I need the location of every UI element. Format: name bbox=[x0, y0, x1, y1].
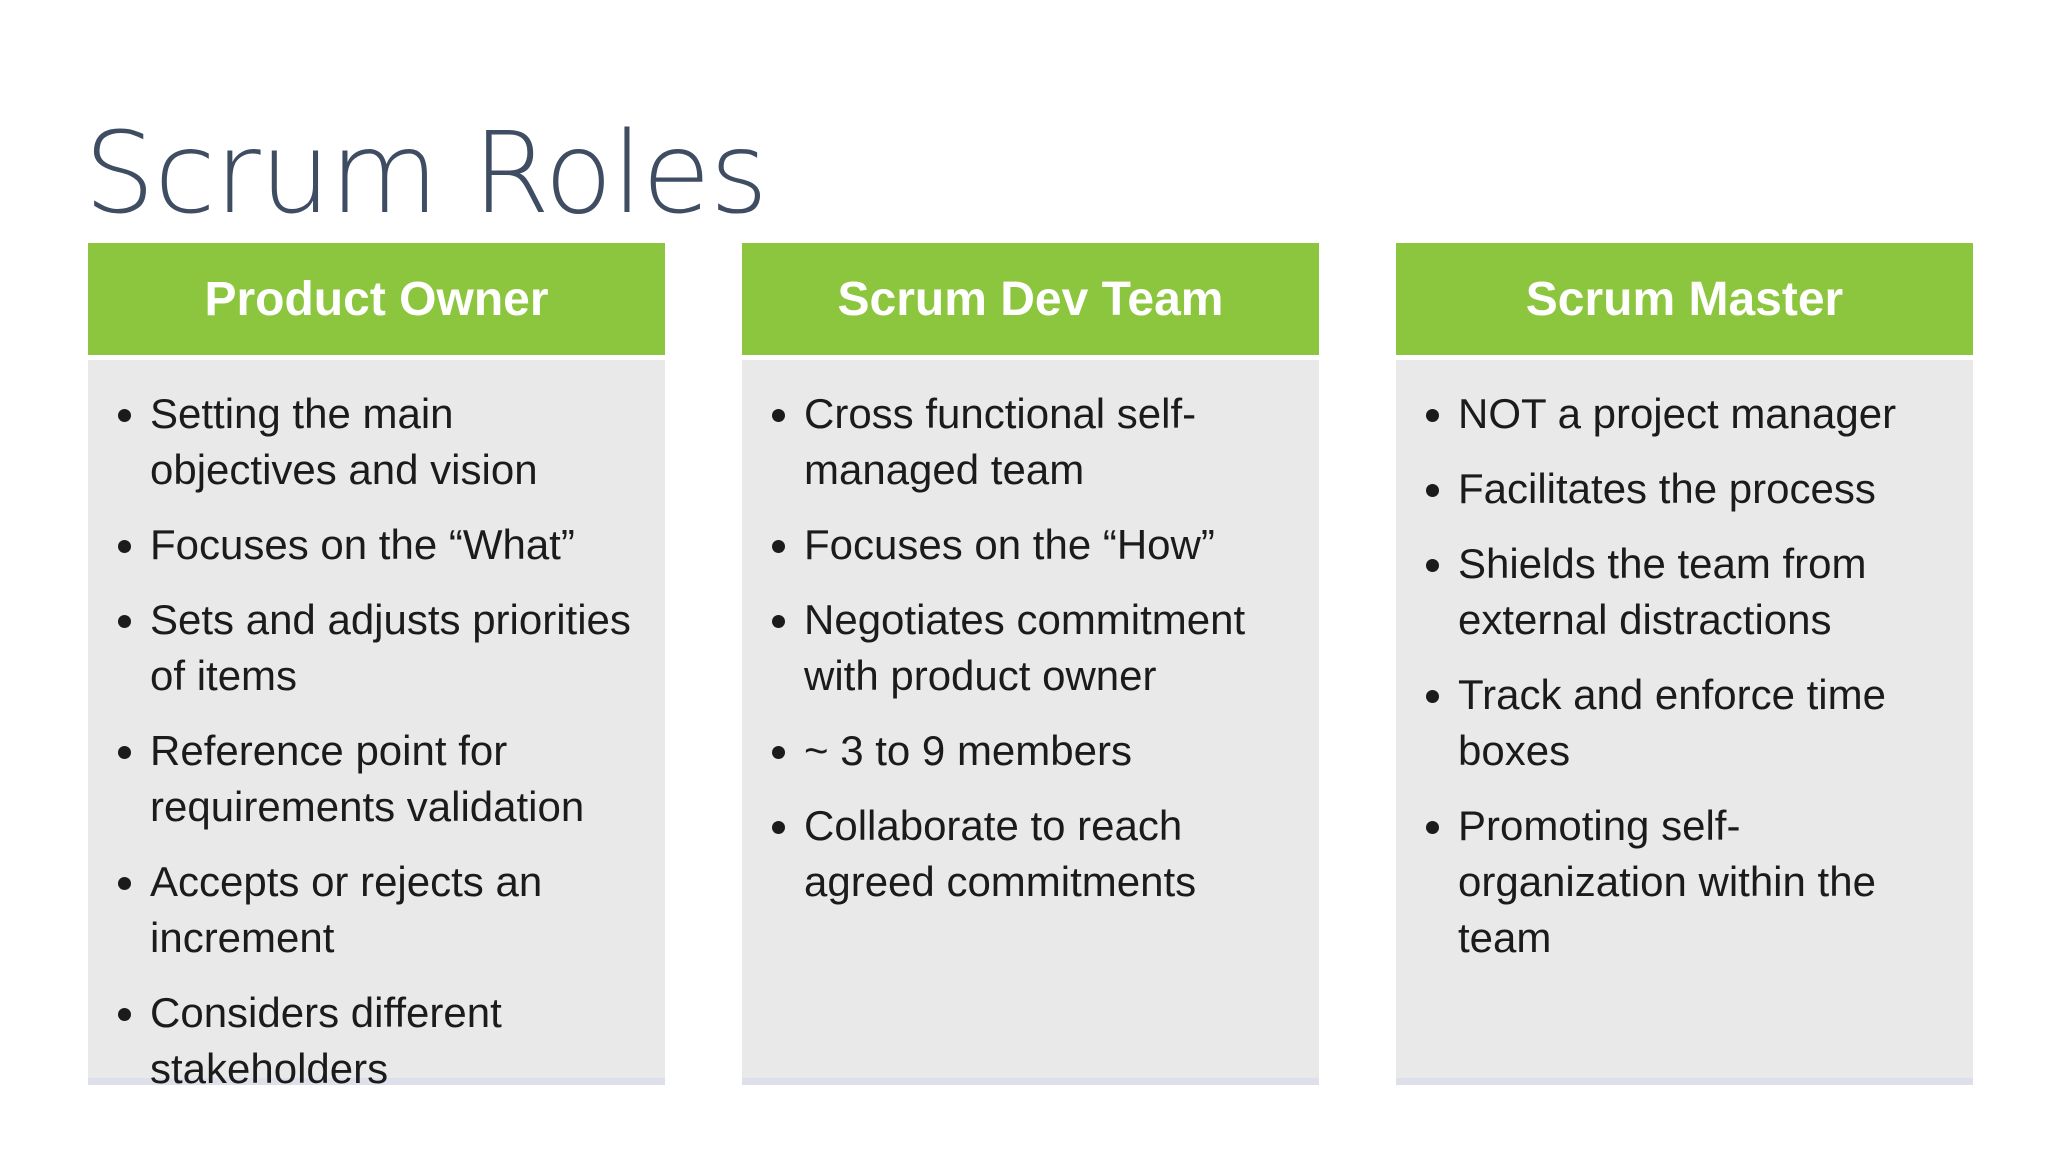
bullet-item: Considers different stakeholders bbox=[150, 985, 645, 1097]
bullet-item: Focuses on the “How” bbox=[804, 517, 1299, 573]
bullet-item: Reference point for requirements validat… bbox=[150, 723, 645, 835]
bullet-list-product-owner: Setting the main objectives and visionFo… bbox=[88, 386, 645, 1097]
bullet-item: Setting the main objectives and vision bbox=[150, 386, 645, 498]
bullet-item: Focuses on the “What” bbox=[150, 517, 645, 573]
column-header-scrum-dev-team: Scrum Dev Team bbox=[742, 243, 1319, 355]
bullet-item: Facilitates the process bbox=[1458, 461, 1953, 517]
column-scrum-dev-team: Scrum Dev Team Cross functional self-man… bbox=[742, 243, 1319, 1085]
bullet-item: Accepts or rejects an increment bbox=[150, 854, 645, 966]
bullet-item: Promoting self-organization within the t… bbox=[1458, 798, 1953, 966]
column-header-product-owner: Product Owner bbox=[88, 243, 665, 355]
bullet-item: Negotiates commitment with product owner bbox=[804, 592, 1299, 704]
bullet-item: NOT a project manager bbox=[1458, 386, 1953, 442]
slide-title: Scrum Roles bbox=[84, 109, 768, 240]
bullet-item: Shields the team from external distracti… bbox=[1458, 536, 1953, 648]
column-body-scrum-master: NOT a project managerFacilitates the pro… bbox=[1396, 360, 1973, 1085]
bullet-item: Cross functional self-managed team bbox=[804, 386, 1299, 498]
bullet-list-scrum-dev-team: Cross functional self-managed teamFocuse… bbox=[742, 386, 1299, 910]
bullet-list-scrum-master: NOT a project managerFacilitates the pro… bbox=[1396, 386, 1953, 966]
column-header-scrum-master: Scrum Master bbox=[1396, 243, 1973, 355]
column-product-owner: Product Owner Setting the main objective… bbox=[88, 243, 665, 1092]
column-scrum-master: Scrum Master NOT a project managerFacili… bbox=[1396, 243, 1973, 1085]
bullet-item: ~ 3 to 9 members bbox=[804, 723, 1299, 779]
column-body-product-owner: Setting the main objectives and visionFo… bbox=[88, 360, 665, 1092]
column-body-scrum-dev-team: Cross functional self-managed teamFocuse… bbox=[742, 360, 1319, 1085]
bullet-item: Collaborate to reach agreed commitments bbox=[804, 798, 1299, 910]
bullet-item: Sets and adjusts priorities of items bbox=[150, 592, 645, 704]
bullet-item: Track and enforce time boxes bbox=[1458, 667, 1953, 779]
